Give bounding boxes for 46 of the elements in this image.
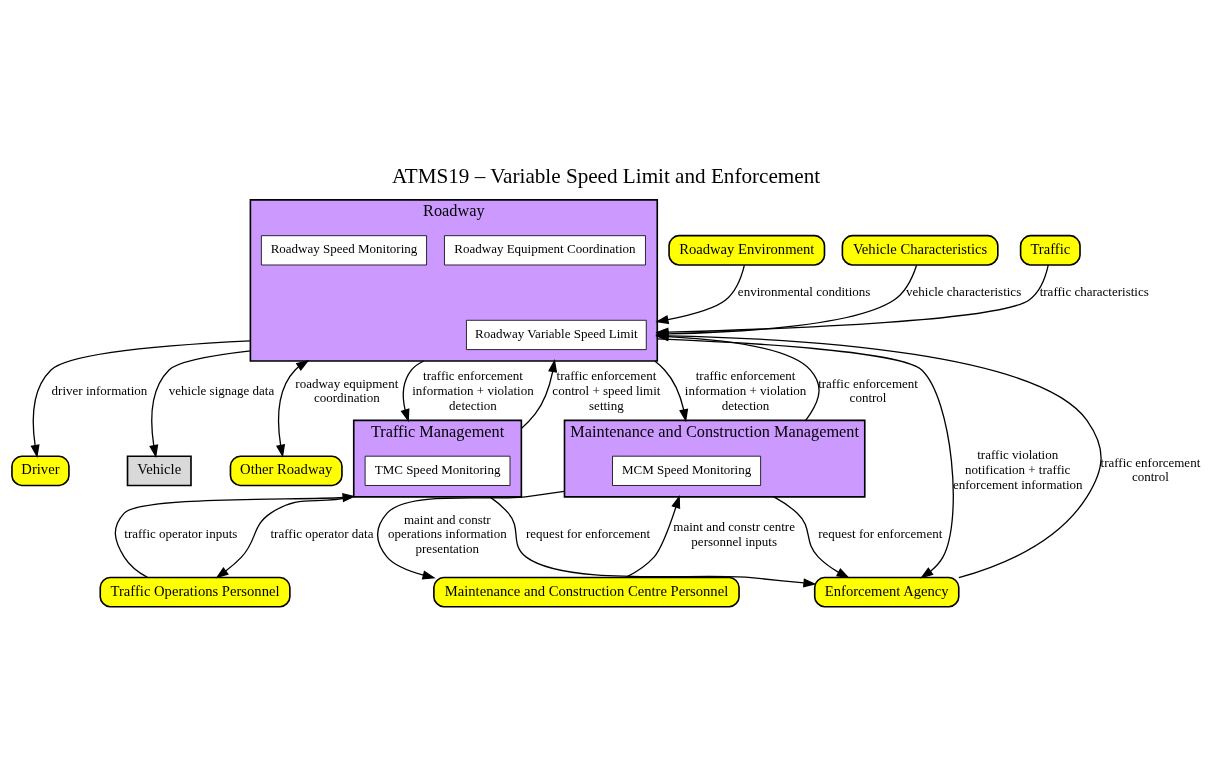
edge-label: traffic operator inputs bbox=[124, 525, 238, 541]
node-box: Roadway Speed Monitoring bbox=[260, 234, 427, 265]
node-box: Traffic bbox=[1019, 234, 1081, 266]
node-box: Other Roadway bbox=[229, 454, 343, 486]
arrow bbox=[149, 349, 252, 458]
node-box: Vehicle bbox=[126, 454, 192, 486]
edge-label: environmental conditions bbox=[737, 283, 871, 299]
edge-label: traffic enforcement control bbox=[1100, 454, 1201, 484]
edge-label: traffic violation notification + traffic enforcement information bbox=[952, 446, 1083, 492]
edge-label: driver information bbox=[51, 382, 148, 398]
arrow bbox=[520, 358, 558, 429]
edge-label: request for enforcement bbox=[526, 525, 651, 541]
node-box: Maintenance and Construction Centre Personnel bbox=[433, 576, 740, 608]
arrow bbox=[625, 494, 681, 578]
arrow bbox=[489, 495, 817, 587]
edge-label: traffic enforcement control + speed limit setting bbox=[552, 367, 661, 413]
arrow bbox=[30, 339, 252, 458]
arrow bbox=[114, 492, 356, 578]
node-box: Traffic Operations Personnel bbox=[99, 576, 291, 608]
arrow bbox=[376, 490, 566, 579]
arrow bbox=[773, 495, 850, 578]
edge-label: traffic operator data bbox=[270, 525, 374, 541]
diagram-title: ATMS19 – Variable Speed Limit and Enforcement bbox=[391, 163, 821, 188]
node-box: TMC Speed Monitoring bbox=[364, 455, 511, 486]
node-box: Roadway Equipment Coordination bbox=[444, 234, 646, 265]
arrow bbox=[400, 359, 425, 422]
node-box: Vehicle Characteristics bbox=[841, 234, 999, 266]
node-box: Enforcement Agency bbox=[813, 576, 960, 608]
edge-label: traffic enforcement information + violation detection bbox=[684, 367, 807, 413]
arrow bbox=[276, 359, 310, 458]
arrow bbox=[655, 263, 746, 324]
node-box: MCM Speed Monitoring bbox=[612, 455, 761, 486]
edge-label: traffic enforcement control bbox=[818, 375, 918, 405]
edge-label: vehicle signage data bbox=[168, 382, 275, 398]
arrow bbox=[654, 359, 689, 422]
edge-label: vehicle characteristics bbox=[906, 283, 1022, 299]
edge-label: request for enforcement bbox=[818, 525, 943, 541]
arrow bbox=[656, 337, 954, 579]
edge-label: maint and constr operations information presentation bbox=[387, 511, 507, 556]
node-box: Roadway Variable Speed Limit bbox=[466, 319, 647, 350]
edge-label: roadway equipment coordination bbox=[295, 375, 399, 405]
edge-label: traffic enforcement information + violation detection bbox=[412, 367, 534, 413]
edge-label: maint and constr centre personnel inputs bbox=[673, 518, 795, 549]
edge-label: traffic characteristics bbox=[1039, 283, 1149, 299]
node-box: Driver bbox=[11, 454, 70, 486]
node-box: Roadway Environment bbox=[668, 234, 826, 266]
